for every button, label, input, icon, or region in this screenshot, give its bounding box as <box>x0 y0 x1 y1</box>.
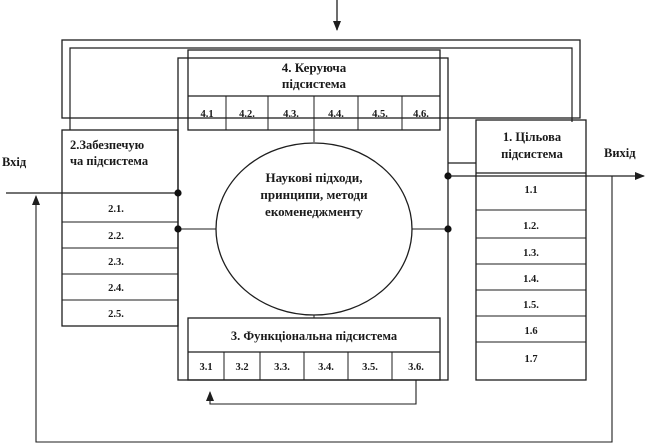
supply-cell: 2.4. <box>108 283 124 294</box>
control-subsystem: 4. Керуюча підсистема 4.1 4.2. 4.3. 4.4.… <box>187 49 441 131</box>
supply-cell: 2.3. <box>108 257 124 268</box>
outer-frame-inner <box>69 47 573 130</box>
control-title-2: підсистема <box>282 76 347 91</box>
center-text-3: екоменеджменту <box>265 204 363 219</box>
control-cell: 4.5. <box>372 109 388 120</box>
functional-cell: 3.1 <box>199 362 212 373</box>
control-cell: 4.4. <box>328 109 344 120</box>
junction-dot <box>174 225 182 233</box>
target-box <box>475 119 587 381</box>
control-cell: 4.3. <box>283 109 299 120</box>
junction-dot <box>444 225 452 233</box>
functional-cell: 3.2 <box>235 362 248 373</box>
supply-title-1: 2.Забезпечую <box>70 138 145 152</box>
center-ellipse <box>215 142 413 316</box>
functional-cell: 3.6. <box>408 362 424 373</box>
junction-dot <box>174 189 182 197</box>
target-cell: 1.2. <box>523 221 539 232</box>
supply-title-2: ча підсистема <box>70 154 149 168</box>
target-title-2: підсистема <box>501 147 563 161</box>
center-text-1: Наукові підходи, <box>266 170 363 185</box>
functional-cell: 3.5. <box>362 362 378 373</box>
functional-box <box>187 317 441 381</box>
outer-frame-top <box>61 39 581 119</box>
control-cell: 4.2. <box>239 109 255 120</box>
target-cell: 1.4. <box>523 274 539 285</box>
target-cell: 1.7 <box>524 354 537 365</box>
input-label: Вхід <box>2 155 27 169</box>
supply-cell: 2.5. <box>108 309 124 320</box>
target-cell: 1.3. <box>523 248 539 259</box>
functional-subsystem: 3. Функціональна підсистема 3.1 3.2 3.3.… <box>187 317 441 381</box>
control-cell: 4.1 <box>200 109 213 120</box>
target-cell: 1.5. <box>523 300 539 311</box>
target-subsystem: 1. Цільова підсистема 1.1 1.2. 1.3. 1.4.… <box>475 119 587 381</box>
feedback-loop-arrow <box>32 176 613 443</box>
target-cell: 1.6 <box>524 326 537 337</box>
supply-subsystem: 2.Забезпечую ча підсистема 2.1. 2.2. 2.3… <box>61 129 179 327</box>
functional-feedback-arrow <box>206 380 417 405</box>
center-text-2: принципи, методи <box>260 187 368 202</box>
functional-title: 3. Функціональна підсистема <box>231 329 398 343</box>
control-cell: 4.6. <box>413 109 429 120</box>
supply-cell: 2.2. <box>108 231 124 242</box>
target-title-1: 1. Цільова <box>503 130 562 144</box>
control-title-1: 4. Керуюча <box>282 60 347 75</box>
output-label: Вихід <box>604 146 636 160</box>
target-cell: 1.1 <box>524 185 537 196</box>
functional-cell: 3.3. <box>274 362 290 373</box>
functional-cell: 3.4. <box>318 362 334 373</box>
supply-cell: 2.1. <box>108 204 124 215</box>
